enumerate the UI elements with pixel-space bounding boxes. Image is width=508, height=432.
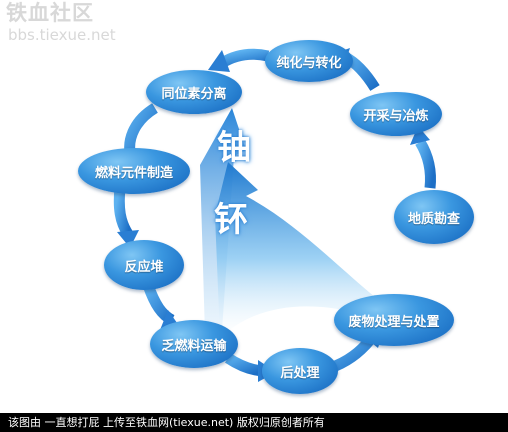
watermark-brand: 铁血社区 (6, 1, 94, 25)
watermark-site: bbs.tiexue.net (8, 26, 116, 44)
arrow-survey-to-mining (415, 139, 436, 189)
node-fuel-element: 燃料元件制造 (78, 148, 190, 194)
node-purification: 纯化与转化 (265, 40, 353, 82)
arrow-fuel-to-reactor (113, 187, 133, 238)
arrow-transport-to-reprocessing (224, 353, 263, 377)
center-plutonium-label: 钚 (214, 200, 248, 240)
node-spent-fuel-transport: 乏燃料运输 (150, 320, 238, 368)
node-reactor: 反应堆 (104, 240, 184, 290)
arrowhead-3 (117, 230, 139, 248)
center-uranium-label: 铀 (217, 128, 251, 168)
footer-copyright: 该图由 一直想打屁 上传至铁血网(tiexue.net) 版权归原创者所有 (0, 413, 508, 432)
node-isotope-separation: 同位素分离 (146, 70, 242, 114)
node-reprocessing: 后处理 (262, 348, 338, 394)
node-survey: 地质勘查 (394, 190, 474, 244)
arrow-isotope-to-fuel (124, 103, 159, 153)
node-waste-disposal: 废物处理与处置 (334, 294, 454, 346)
arrowhead-1 (208, 50, 230, 72)
plutonium-fan-arrow (215, 162, 385, 338)
node-mining: 开采与冶炼 (350, 92, 442, 136)
arrowhead-7 (410, 126, 430, 145)
arrow-purification-to-isotope (219, 48, 270, 68)
